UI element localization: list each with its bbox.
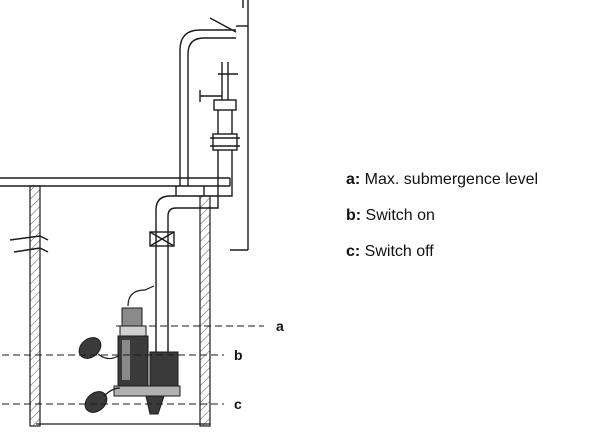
level-line-b: b <box>2 347 243 363</box>
vent-pipe <box>179 17 237 186</box>
level-line-a: a <box>116 318 284 334</box>
float-switch-lower <box>84 387 121 413</box>
pump-cable <box>127 285 155 307</box>
building-wall <box>230 0 249 251</box>
legend-key-a: a: <box>346 171 361 188</box>
level-label-a: a <box>276 318 284 334</box>
legend-text-c: Switch off <box>360 243 434 260</box>
legend-row-c: c: Switch off <box>346 234 538 270</box>
legend-text-b: Switch on <box>361 207 435 224</box>
legend: a: Max. submergence level b: Switch on c… <box>346 162 538 270</box>
legend-key-b: b: <box>346 207 362 224</box>
level-line-c: c <box>2 396 242 412</box>
legend-row-b: b: Switch on <box>346 198 538 234</box>
legend-row-a: a: Max. submergence level <box>346 162 538 198</box>
legend-text-a: Max. submergence level <box>360 171 539 188</box>
submersible-pump <box>113 307 181 415</box>
inlet-pipe <box>9 235 49 253</box>
sump-pit <box>29 185 211 427</box>
float-switch-upper <box>78 337 119 360</box>
level-label-b: b <box>234 347 243 363</box>
legend-key-c: c: <box>346 243 361 260</box>
discharge-pipe <box>149 62 240 356</box>
level-label-c: c <box>234 396 242 412</box>
